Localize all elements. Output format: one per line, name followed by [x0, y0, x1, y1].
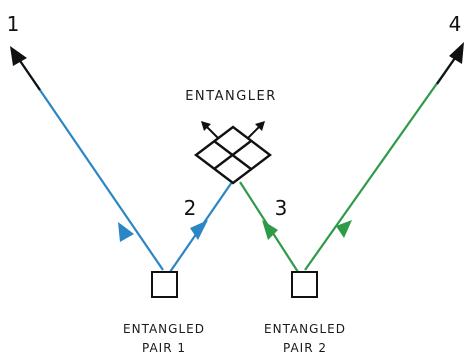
- photon-2-mid-arrow: [190, 220, 208, 240]
- photon-1-arrowhead: [10, 46, 27, 66]
- photon-4-path: [304, 47, 463, 271]
- photon-3-mid-arrow: [262, 220, 278, 240]
- pair-2-label-line-1: ENTANGLED: [264, 322, 346, 336]
- pair-2-label-line-2: PAIR 2: [283, 341, 327, 355]
- photon-3-number: 3: [275, 196, 288, 220]
- entangled-pair-1-source: [151, 271, 178, 298]
- pair-1-label-line-1: ENTANGLED: [123, 322, 205, 336]
- photon-1-mid-arrow: [118, 222, 134, 242]
- photon-1-number: 1: [7, 12, 20, 36]
- photon-4-arrowhead: [449, 42, 464, 64]
- photon-4-mid-arrow: [336, 220, 352, 238]
- entangler-icon: [194, 121, 272, 185]
- pair-1-label-line-2: PAIR 1: [142, 341, 186, 355]
- entangler-label: ENTANGLER: [185, 89, 277, 104]
- entangled-pair-2-source: [291, 271, 318, 298]
- photon-4-number: 4: [449, 12, 462, 36]
- photon-2-number: 2: [184, 196, 197, 220]
